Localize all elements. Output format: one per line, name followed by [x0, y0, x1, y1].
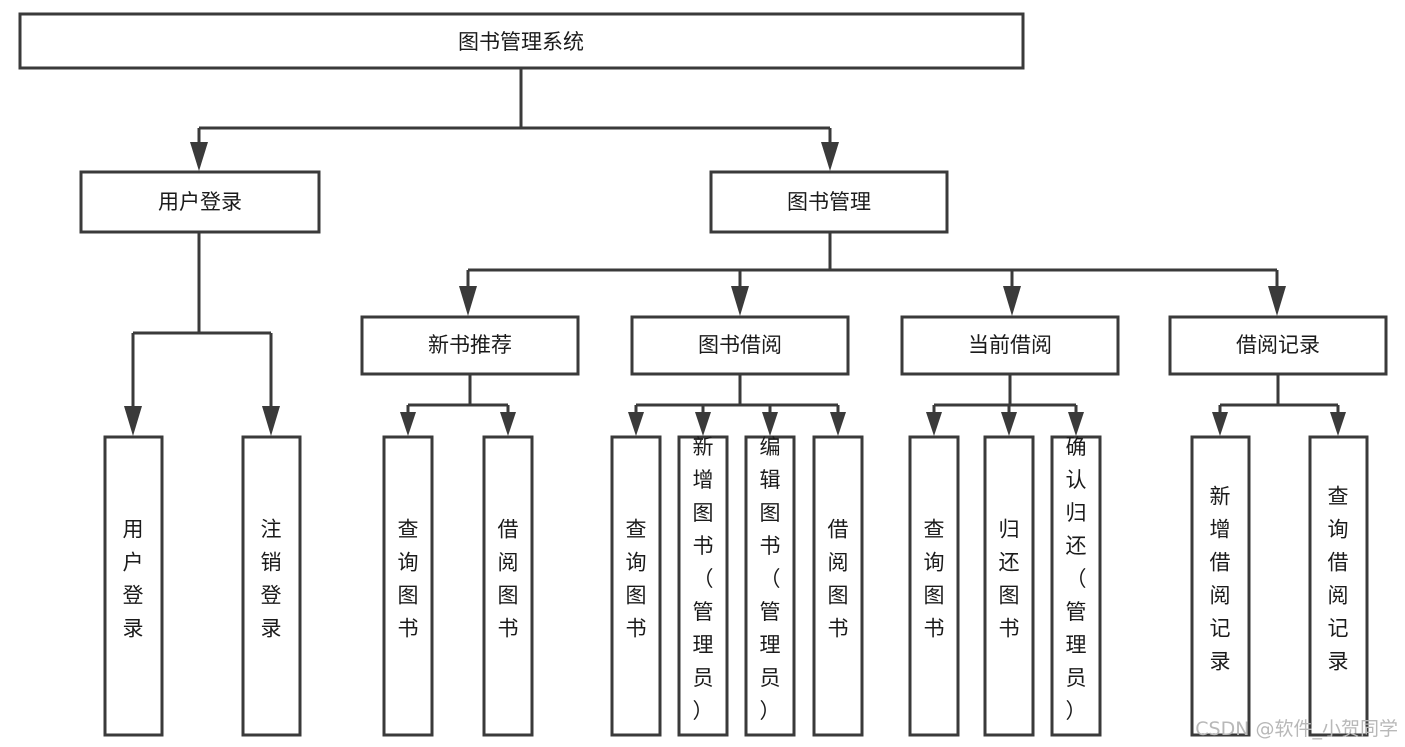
node-user-login[interactable]: 用户登录 — [79, 170, 321, 234]
node-leaf-borrow-book-b-label: 借阅图书 — [828, 518, 849, 641]
node-root-label: 图书管理系统 — [458, 30, 584, 54]
node-leaf-logout-box[interactable] — [241, 435, 302, 737]
node-leaf-query-book-b-box[interactable] — [610, 435, 662, 737]
arrow-to-new-book-rec — [459, 286, 477, 316]
node-leaf-logout-label: 注销登录 — [261, 518, 282, 641]
node-leaf-query-record-box[interactable] — [1308, 435, 1369, 737]
node-current-borrow-box[interactable] — [900, 315, 1120, 376]
node-root-box[interactable] — [18, 12, 1025, 70]
node-leaf-user-login-label: 用户登录 — [123, 518, 144, 641]
node-book-borrow-label: 图书借阅 — [698, 333, 782, 357]
arrow-to-leaf-query-book-a — [400, 412, 416, 436]
node-borrow-record[interactable]: 借阅记录 — [1168, 315, 1388, 376]
node-user-login-box[interactable] — [79, 170, 321, 234]
node-leaf-query-record[interactable]: 查询借阅记录 — [1308, 435, 1369, 737]
node-leaf-borrow-book-a-label: 借阅图书 — [498, 518, 519, 641]
csdn-watermark: CSDN @软件_小贺同学 — [1195, 718, 1398, 740]
node-leaf-query-book-a[interactable]: 查询图书 — [382, 435, 434, 737]
node-leaf-add-book[interactable]: 新增图书（管理员） — [677, 435, 729, 737]
node-leaf-query-book-c-label: 查询图书 — [924, 518, 945, 641]
node-new-book-rec-label: 新书推荐 — [428, 333, 512, 357]
arrow-to-leaf-add-record — [1212, 412, 1228, 436]
arrow-to-leaf-logout — [262, 406, 280, 436]
node-leaf-logout[interactable]: 注销登录 — [241, 435, 302, 737]
arrow-to-leaf-query-book-c — [926, 412, 942, 436]
node-new-book-rec-box[interactable] — [360, 315, 580, 376]
node-leaf-add-book-box[interactable] — [677, 435, 729, 737]
node-book-manage-box[interactable] — [709, 170, 949, 234]
node-leaf-confirm-return-box[interactable] — [1050, 435, 1102, 737]
arrow-to-leaf-query-book-b — [628, 412, 644, 436]
arrow-to-leaf-return-book — [1001, 412, 1017, 436]
node-leaf-borrow-book-a[interactable]: 借阅图书 — [482, 435, 534, 737]
node-new-book-rec[interactable]: 新书推荐 — [360, 315, 580, 376]
arrow-to-leaf-borrow-book-a — [500, 412, 516, 436]
node-leaf-query-book-b-label: 查询图书 — [626, 518, 647, 641]
arrow-to-book-borrow — [731, 286, 749, 316]
node-book-borrow-box[interactable] — [630, 315, 850, 376]
arrow-to-leaf-query-record — [1330, 412, 1346, 436]
node-borrow-record-label: 借阅记录 — [1236, 333, 1320, 357]
node-leaf-query-record-label: 查询借阅记录 — [1328, 485, 1349, 674]
arrow-to-book-manage — [821, 142, 839, 171]
node-leaf-borrow-book-b[interactable]: 借阅图书 — [812, 435, 864, 737]
node-leaf-edit-book-box[interactable] — [744, 435, 796, 737]
node-leaf-user-login[interactable]: 用户登录 — [103, 435, 164, 737]
node-leaf-query-book-c-box[interactable] — [908, 435, 960, 737]
node-book-borrow[interactable]: 图书借阅 — [630, 315, 850, 376]
node-leaf-borrow-book-a-box[interactable] — [482, 435, 534, 737]
node-leaf-borrow-book-b-box[interactable] — [812, 435, 864, 737]
node-leaf-return-book-box[interactable] — [983, 435, 1035, 737]
node-leaf-edit-book[interactable]: 编辑图书（管理员） — [744, 435, 796, 737]
node-leaf-user-login-box[interactable] — [103, 435, 164, 737]
node-leaf-add-book-label: 新增图书（管理员） — [693, 435, 714, 723]
connector-layer — [124, 68, 1346, 436]
arrow-to-leaf-add-book — [695, 412, 711, 436]
node-book-manage[interactable]: 图书管理 — [709, 170, 949, 234]
node-current-borrow[interactable]: 当前借阅 — [900, 315, 1120, 376]
arrow-to-borrow-record — [1268, 286, 1286, 316]
node-borrow-record-box[interactable] — [1168, 315, 1388, 376]
node-leaf-add-record-label: 新增借阅记录 — [1210, 485, 1231, 674]
node-leaf-add-record[interactable]: 新增借阅记录 — [1190, 435, 1251, 737]
node-leaf-return-book[interactable]: 归还图书 — [983, 435, 1035, 737]
arrow-to-leaf-borrow-book-b — [830, 412, 846, 436]
node-user-login-label: 用户登录 — [158, 190, 242, 214]
node-leaf-confirm-return[interactable]: 确认归还（管理员） — [1050, 435, 1102, 737]
node-root[interactable]: 图书管理系统 — [18, 12, 1025, 70]
node-current-borrow-label: 当前借阅 — [968, 333, 1052, 357]
arrow-to-leaf-edit-book — [762, 412, 778, 436]
arrow-to-current-borrow — [1003, 286, 1021, 316]
node-leaf-add-record-box[interactable] — [1190, 435, 1251, 737]
node-leaf-return-book-label: 归还图书 — [999, 518, 1020, 641]
node-book-manage-label: 图书管理 — [787, 190, 871, 214]
node-leaf-query-book-a-label: 查询图书 — [398, 518, 419, 641]
node-leaf-query-book-b[interactable]: 查询图书 — [610, 435, 662, 737]
arrow-to-leaf-user-login — [124, 406, 142, 436]
node-leaf-query-book-a-box[interactable] — [382, 435, 434, 737]
arrow-to-user-login — [190, 142, 208, 171]
node-leaf-query-book-c[interactable]: 查询图书 — [908, 435, 960, 737]
arrow-to-leaf-confirm-return — [1068, 412, 1084, 436]
node-leaf-confirm-return-label: 确认归还（管理员） — [1066, 435, 1087, 723]
node-leaf-edit-book-label: 编辑图书（管理员） — [760, 435, 781, 723]
